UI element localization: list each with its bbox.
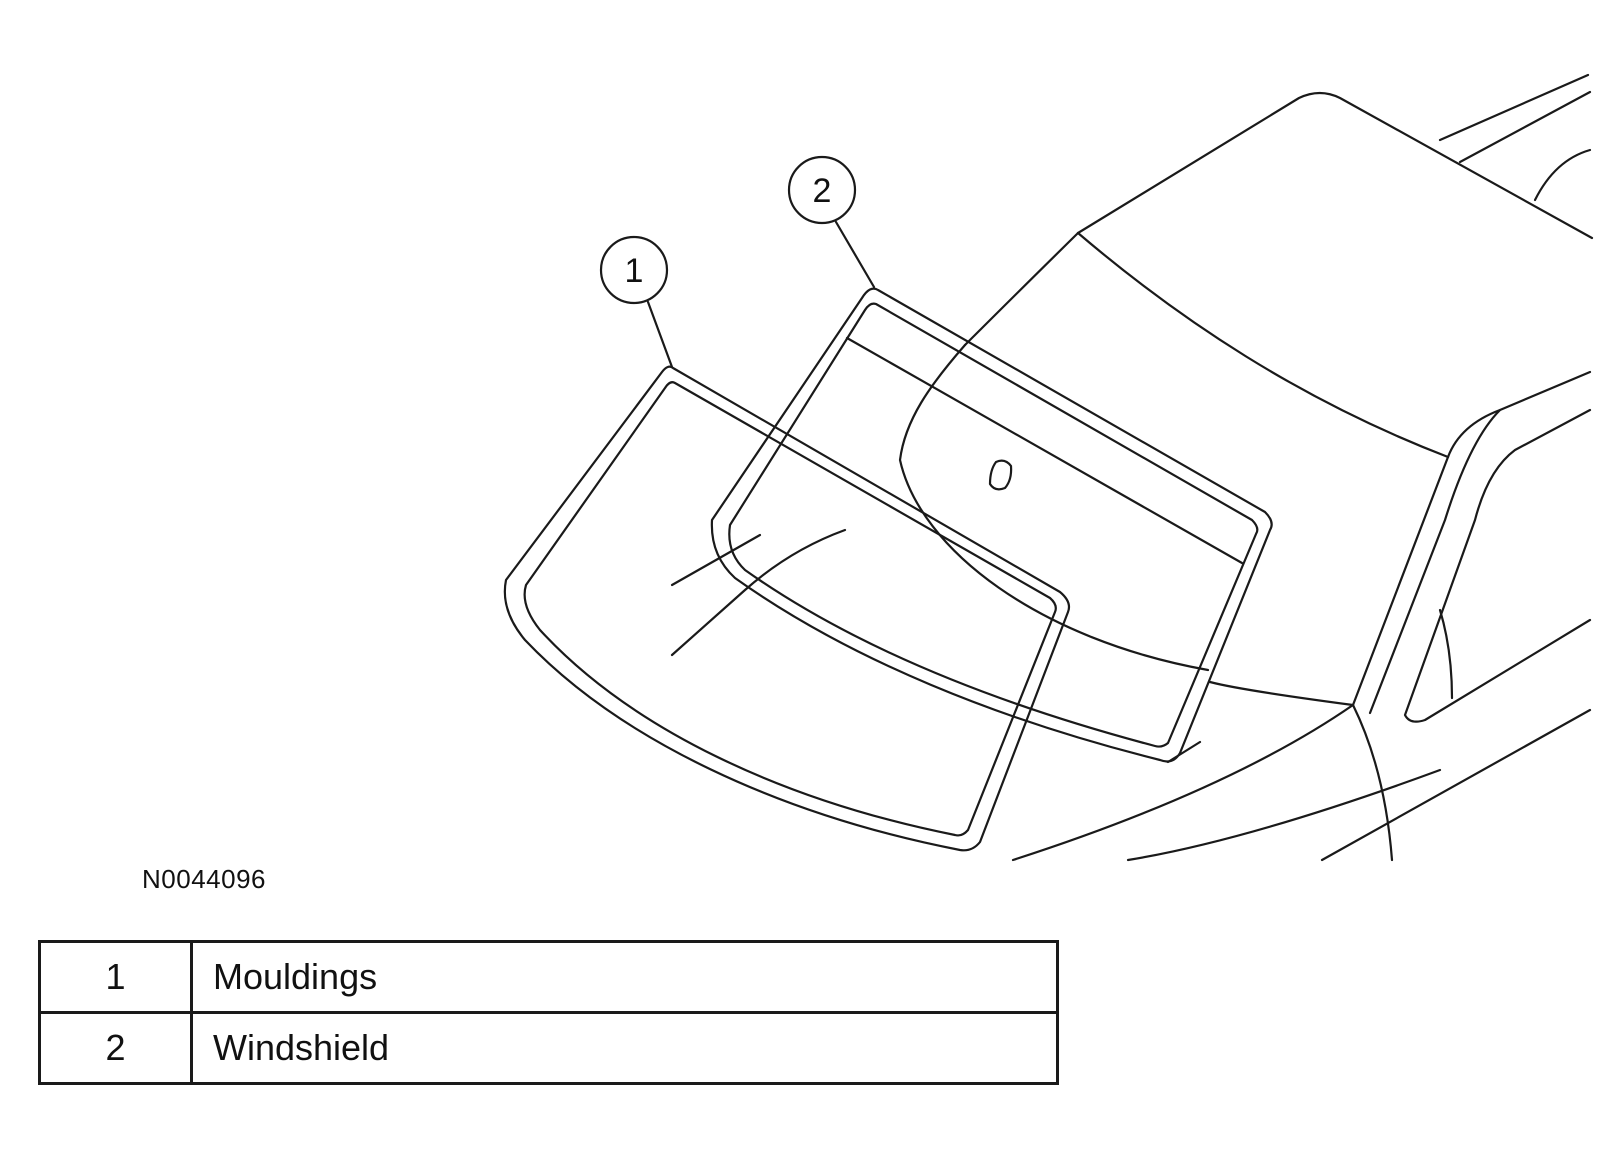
legend-table: 1 Mouldings 2 Windshield	[38, 940, 1059, 1085]
legend-number: 2	[38, 1011, 193, 1085]
callout-2: 2	[787, 155, 876, 289]
callout-1: 1	[599, 235, 674, 369]
mouldings	[503, 365, 1071, 852]
callout-2-label: 2	[813, 172, 832, 210]
legend-row: 2 Windshield	[38, 1011, 1059, 1085]
vehicle-body	[963, 73, 1594, 862]
legend-description: Mouldings	[190, 940, 1059, 1014]
figure-id: N0044096	[142, 864, 266, 894]
legend-description: Windshield	[190, 1011, 1059, 1085]
legend-number: 1	[38, 940, 193, 1014]
windshield	[710, 287, 1273, 763]
legend-row: 1 Mouldings	[38, 940, 1059, 1014]
callout-1-label: 1	[625, 252, 644, 290]
